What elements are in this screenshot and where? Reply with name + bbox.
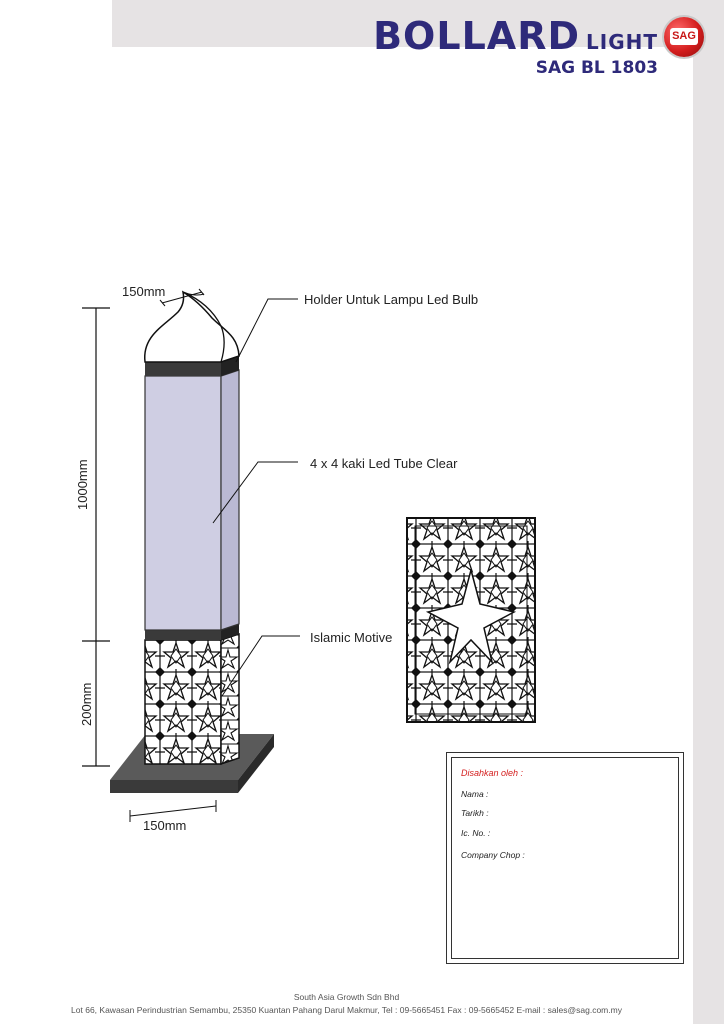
company-chop-label: Company Chop : xyxy=(461,850,525,860)
lower-collar-side xyxy=(221,624,239,640)
side-band xyxy=(693,47,724,1024)
sag-logo-icon: SAG xyxy=(664,17,704,57)
motive-block-side xyxy=(220,632,240,766)
holder-callout: Holder Untuk Lampu Led Bulb xyxy=(304,292,478,307)
top-dim-tick-a xyxy=(159,299,166,307)
dome-ridge xyxy=(182,291,225,363)
title-main: BOLLARD xyxy=(373,14,581,58)
approval-inner-frame: Disahkan oleh : Nama : Tarikh : Ic. No. … xyxy=(451,757,679,959)
top-dim-tick-b xyxy=(198,288,205,296)
ic-label: Ic. No. : xyxy=(461,828,491,838)
body-height-label: 1000mm xyxy=(75,459,90,510)
top-dim-line xyxy=(161,291,203,304)
title-suffix: LIGHT xyxy=(586,30,658,54)
lower-collar xyxy=(145,630,221,640)
header-band xyxy=(112,0,724,47)
tube-front xyxy=(144,375,222,631)
base-height-label: 200mm xyxy=(79,683,94,726)
dome-cap xyxy=(144,290,240,363)
top-width-label: 150mm xyxy=(122,284,165,299)
motive-detail-star xyxy=(425,567,517,665)
dome-ridge-back xyxy=(182,291,205,296)
holder-leader xyxy=(235,298,298,363)
motive-detail-inner xyxy=(414,525,528,715)
approval-box: Disahkan oleh : Nama : Tarikh : Ic. No. … xyxy=(446,752,684,964)
footer-company: South Asia Growth Sdn Bhd xyxy=(293,992,400,1002)
tube-leader xyxy=(212,461,298,524)
motive-block-front xyxy=(144,639,222,765)
date-label: Tarikh : xyxy=(461,808,489,818)
motive-leader xyxy=(221,635,300,697)
approval-title: Disahkan oleh : xyxy=(461,768,524,778)
base-width-label: 150mm xyxy=(143,818,186,833)
upper-collar xyxy=(145,362,221,376)
motive-callout: Islamic Motive xyxy=(310,630,392,645)
model-code: SAG BL 1803 xyxy=(535,58,658,78)
name-label: Nama : xyxy=(461,789,489,799)
base-plate-front xyxy=(110,780,238,793)
logo-text: SAG xyxy=(670,28,698,45)
footer-address: Lot 66, Kawasan Perindustrian Semambu, 2… xyxy=(71,1005,622,1015)
tube-callout: 4 x 4 kaki Led Tube Clear xyxy=(310,456,458,471)
base-plate-side xyxy=(238,734,274,793)
base-dim-line xyxy=(129,805,217,817)
